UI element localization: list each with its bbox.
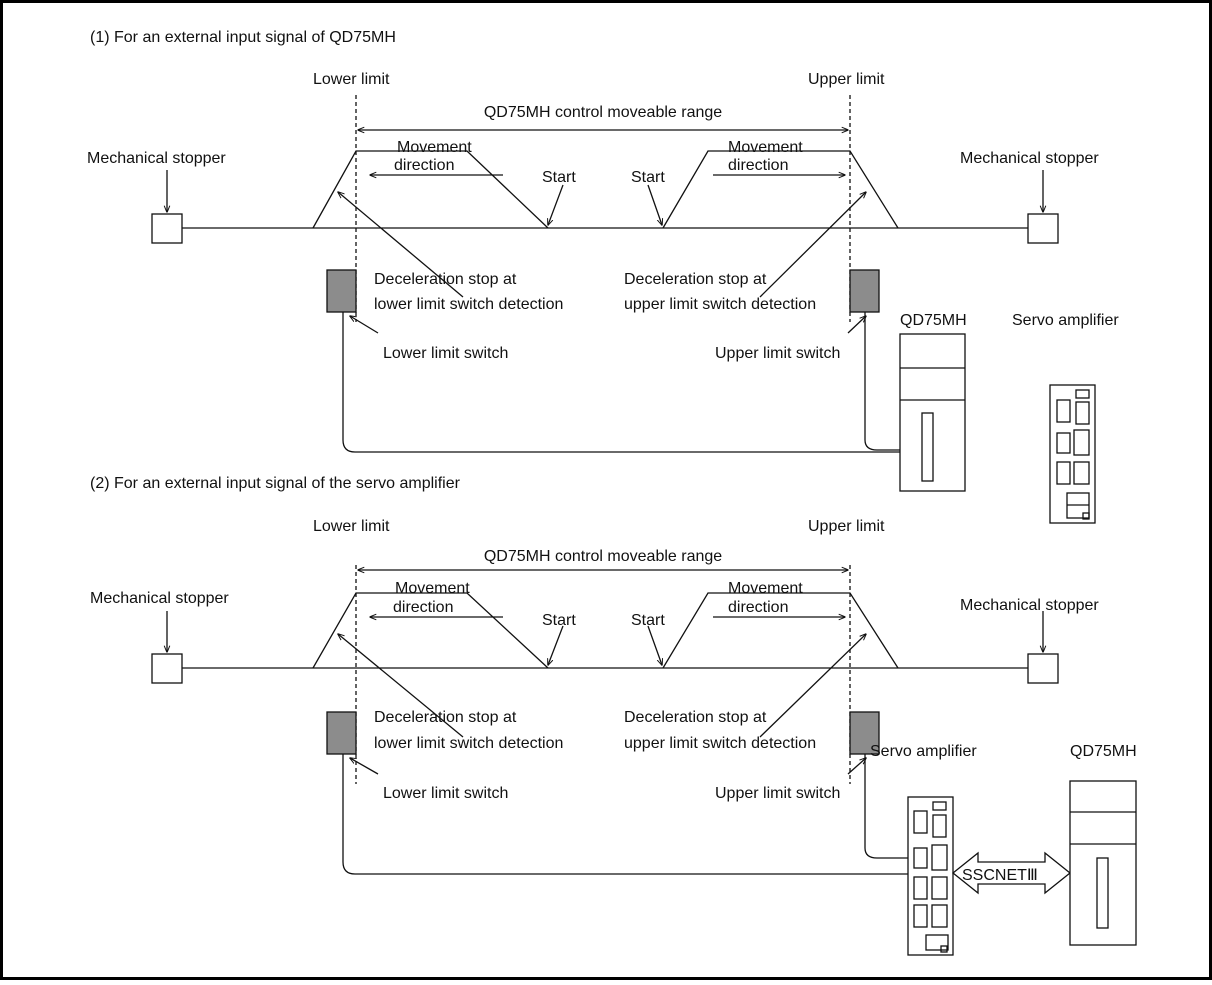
lower-limit-label: Lower limit: [313, 71, 390, 88]
servo-amplifier: [1049, 384, 1096, 524]
decel-lower-line2: lower limit switch detection: [374, 296, 563, 313]
stopper-left-label-2: Mechanical stopper: [90, 590, 229, 607]
upper-limit-switch: [849, 269, 880, 313]
lower-limit-switch-2: [326, 711, 357, 755]
mechanical-stopper-right: [1027, 213, 1059, 244]
lower-switch-pointer: [350, 316, 379, 334]
decel-upper-line2: upper limit switch detection: [624, 296, 816, 313]
wire-lower-switch-2: [342, 754, 938, 875]
wire-upper-switch-2: [864, 754, 938, 859]
upper-switch-label-2: Upper limit switch: [715, 785, 840, 802]
qd75mh-connector-2: [1096, 857, 1109, 929]
start-right-label: Start: [631, 169, 665, 186]
wire-lower-switch: [342, 312, 932, 453]
start-left-pointer-2: [548, 625, 564, 665]
profile-left: [312, 150, 549, 229]
stopper-left-label: Mechanical stopper: [87, 150, 226, 167]
decel-upper-line2-2: upper limit switch detection: [624, 735, 816, 752]
decel-upper-line1: Deceleration stop at: [624, 271, 767, 288]
decel-upper-pointer: [759, 192, 866, 298]
section-2-heading: (2) For an external input signal of the …: [90, 475, 461, 492]
movement-left-line2: direction: [394, 157, 454, 174]
lower-switch-pointer-2: [350, 758, 379, 775]
profile-right-2: [662, 592, 899, 669]
start-right-pointer: [647, 184, 662, 225]
movement-right-line2-2: direction: [728, 599, 788, 616]
start-right-label-2: Start: [631, 612, 665, 629]
decel-lower-line2-2: lower limit switch detection: [374, 735, 563, 752]
section-2: [151, 565, 1137, 956]
movement-left-line2-2: direction: [393, 599, 453, 616]
start-right-pointer-2: [647, 625, 662, 665]
lower-limit-switch: [326, 269, 357, 313]
profile-left-2: [312, 592, 549, 669]
lower-switch-label-2: Lower limit switch: [383, 785, 508, 802]
upper-switch-label: Upper limit switch: [715, 345, 840, 362]
upper-switch-pointer-2: [847, 758, 866, 775]
movement-right-line1-2: Movement: [728, 580, 803, 597]
lower-limit-label-2: Lower limit: [313, 518, 390, 535]
decel-upper-line1-2: Deceleration stop at: [624, 709, 767, 726]
network-label: SSCNETⅢ: [962, 867, 1038, 884]
movement-right-line1: Movement: [728, 139, 803, 156]
stopper-right-label: Mechanical stopper: [960, 150, 1099, 167]
start-left-label: Start: [542, 169, 576, 186]
upper-switch-pointer: [847, 316, 866, 334]
range-label: QD75MH control moveable range: [484, 104, 722, 121]
upper-limit-switch-2: [849, 711, 880, 755]
stopper-right-label-2: Mechanical stopper: [960, 597, 1099, 614]
section-1-text: (1) For an external input signal of QD75…: [87, 29, 1119, 362]
mechanical-stopper-right-2: [1027, 653, 1059, 684]
module-a-label: QD75MH: [900, 312, 967, 329]
movement-left-line1-2: Movement: [395, 580, 470, 597]
mechanical-stopper-left-2: [151, 653, 183, 684]
lower-switch-label: Lower limit switch: [383, 345, 508, 362]
qd75mh-connector: [921, 412, 934, 482]
mechanical-stopper-left: [151, 213, 183, 244]
movement-left-line1: Movement: [397, 139, 472, 156]
module-b-label-2: QD75MH: [1070, 743, 1137, 760]
upper-limit-label-2: Upper limit: [808, 518, 885, 535]
range-label-2: QD75MH control moveable range: [484, 548, 722, 565]
section-1-heading: (1) For an external input signal of QD75…: [90, 29, 396, 46]
servo-amplifier-2: [907, 796, 954, 956]
start-left-label-2: Start: [542, 612, 576, 629]
decel-lower-line1-2: Deceleration stop at: [374, 709, 517, 726]
module-b-label: Servo amplifier: [1012, 312, 1119, 329]
wire-upper-switch: [864, 312, 932, 451]
section-2-text: (2) For an external input signal of the …: [90, 475, 1137, 884]
decel-lower-pointer: [338, 192, 464, 298]
decel-lower-pointer-2: [338, 634, 464, 738]
decel-upper-pointer-2: [759, 634, 866, 738]
decel-lower-line1: Deceleration stop at: [374, 271, 517, 288]
start-left-pointer: [548, 184, 564, 225]
profile-right: [662, 150, 899, 229]
movement-right-line2: direction: [728, 157, 788, 174]
section-1: [151, 95, 1096, 524]
module-a-label-2: Servo amplifier: [870, 743, 977, 760]
upper-limit-label: Upper limit: [808, 71, 885, 88]
